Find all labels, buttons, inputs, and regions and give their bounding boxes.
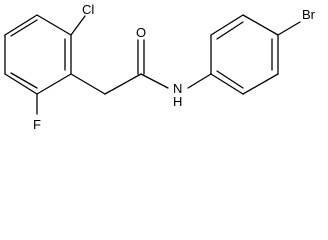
c-br-bond (277, 21, 301, 36)
ring-bond (36, 73, 72, 95)
ring-double-bond (216, 70, 244, 89)
ring-bond (36, 14, 72, 36)
ring-double-bond (216, 21, 244, 40)
ring-bond (4, 14, 38, 36)
ring-bond (4, 73, 38, 95)
ch2-carbonyl-bond (104, 73, 142, 95)
carbonyl-n-bond (140, 73, 169, 89)
hydrogen-label: H (173, 94, 182, 109)
ring-bond (242, 73, 279, 95)
n-aryl-bond (187, 73, 212, 89)
ring-bond (242, 14, 279, 36)
bromine-label: Br (302, 7, 316, 22)
c-ch2-bond (70, 73, 106, 95)
right-benzene-ring (210, 14, 279, 95)
ring-bond (210, 14, 244, 36)
oxygen-label: O (136, 25, 146, 40)
left-benzene-ring (4, 14, 72, 95)
ring-bond (210, 73, 244, 95)
nitrogen-label: N (173, 81, 182, 96)
fluorine-label: F (33, 117, 41, 132)
chlorine-label: Cl (82, 2, 94, 17)
ring-double-bond (10, 19, 38, 37)
chemical-structure: Cl F O N H Br (4, 2, 316, 132)
ring-double-bond (10, 72, 38, 89)
c-cl-bond (70, 15, 86, 36)
